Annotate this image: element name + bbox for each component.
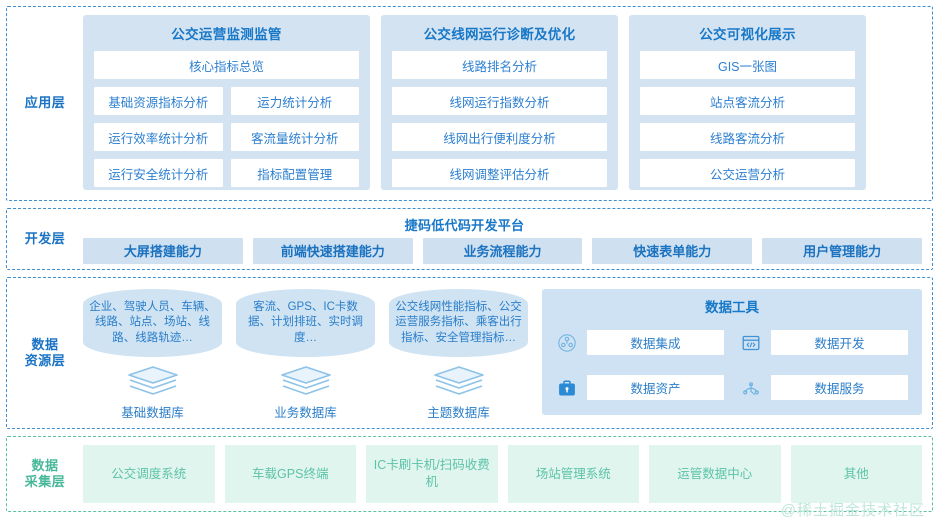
app-tile[interactable]: 线网运行指数分析 bbox=[392, 87, 607, 115]
app-row: 线网出行便利度分析 bbox=[392, 123, 607, 151]
app-tile[interactable]: 线路排名分析 bbox=[392, 51, 607, 79]
app-tile[interactable]: 线路客流分析 bbox=[640, 123, 855, 151]
app-tile-group: 核心指标总览 基础资源指标分析 运力统计分析 运行效率统计分析 客流量统计分析 … bbox=[94, 51, 359, 187]
app-tile[interactable]: 公交运营分析 bbox=[640, 159, 855, 187]
app-panel-operation-monitoring: 公交运营监测监管 核心指标总览 基础资源指标分析 运力统计分析 运行效率统计分析… bbox=[83, 15, 370, 190]
database-group-business: 客流、GPS、IC卡数据、计划排班、实时调度… 业务数据库 bbox=[236, 285, 375, 421]
layer-label-line2: 采集层 bbox=[24, 474, 66, 489]
app-panel-visualization: 公交可视化展示 GIS一张图 站点客流分析 线路客流分析 公交运营分析 bbox=[629, 15, 866, 190]
app-panel-title: 公交运营监测监管 bbox=[171, 27, 282, 42]
database-name-subject: 主题数据库 bbox=[427, 406, 490, 420]
development-layer-label: 开发层 bbox=[24, 230, 66, 246]
collection-tile-gps-terminal[interactable]: 车载GPS终端 bbox=[224, 445, 356, 503]
database-group-subject: 公交线网性能指标、公交运营服务指标、乘客出行指标、安全管理指标… 主题数据库 bbox=[389, 285, 528, 421]
app-row: 线路客流分析 bbox=[640, 123, 855, 151]
layer-label-line1: 数据 bbox=[31, 457, 59, 473]
collection-tile-other[interactable]: 其他 bbox=[790, 445, 922, 503]
database-stack-icon bbox=[126, 366, 180, 398]
app-tile[interactable]: 运行安全统计分析 bbox=[94, 159, 223, 187]
app-row: 线路排名分析 bbox=[392, 51, 607, 79]
data-tool-service[interactable]: 数据服务 bbox=[740, 370, 908, 405]
data-tool-label: 数据开发 bbox=[771, 330, 908, 355]
app-tile[interactable]: 线网出行便利度分析 bbox=[392, 123, 607, 151]
development-capability-row: 大屏搭建能力 前端快速搭建能力 业务流程能力 快速表单能力 用户管理能力 bbox=[83, 237, 922, 264]
data-tool-development[interactable]: 数据开发 bbox=[740, 325, 908, 360]
collection-tile-operation-data-center[interactable]: 运管数据中心 bbox=[649, 445, 781, 503]
database-name-business: 业务数据库 bbox=[274, 406, 337, 420]
app-row: 运行安全统计分析 指标配置管理 bbox=[94, 159, 359, 187]
app-row: 线网运行指数分析 bbox=[392, 87, 607, 115]
app-tile[interactable]: 指标配置管理 bbox=[230, 159, 359, 187]
data-tool-label: 数据服务 bbox=[771, 375, 908, 400]
app-row: 线网调整评估分析 bbox=[392, 159, 607, 187]
data-collection-layer-label: 数据 采集层 bbox=[7, 437, 83, 511]
application-layer-body: 公交运营监测监管 核心指标总览 基础资源指标分析 运力统计分析 运行效率统计分析… bbox=[83, 7, 932, 200]
app-tile[interactable]: 站点客流分析 bbox=[640, 87, 855, 115]
dev-tile-screen-builder[interactable]: 大屏搭建能力 bbox=[83, 237, 243, 264]
data-tool-asset[interactable]: 数据资产 bbox=[556, 370, 724, 405]
development-layer-body: 捷码低代码开发平台 大屏搭建能力 前端快速搭建能力 业务流程能力 快速表单能力 … bbox=[83, 209, 932, 269]
database-content-subject: 公交线网性能指标、公交运营服务指标、乘客出行指标、安全管理指标… bbox=[389, 289, 528, 357]
app-row: 基础资源指标分析 运力统计分析 bbox=[94, 87, 359, 115]
layer-label-line2: 资源层 bbox=[24, 353, 66, 368]
dev-tile-user-management[interactable]: 用户管理能力 bbox=[762, 237, 922, 264]
data-resource-layer: 数据 资源层 企业、驾驶人员、车辆、线路、站点、场站、线路、线路轨迹… bbox=[6, 277, 933, 429]
app-row: 站点客流分析 bbox=[640, 87, 855, 115]
dev-tile-frontend-builder[interactable]: 前端快速搭建能力 bbox=[252, 237, 413, 264]
app-row: 公交运营分析 bbox=[640, 159, 855, 187]
database-stack-icon bbox=[432, 366, 486, 398]
app-tile[interactable]: 客流量统计分析 bbox=[230, 123, 359, 151]
app-row: GIS一张图 bbox=[640, 51, 855, 79]
data-resource-layer-body: 企业、驾驶人员、车辆、线路、站点、场站、线路、线路轨迹… 基础数据库 客流、GP… bbox=[83, 278, 932, 428]
application-layer: 应用层 公交运营监测监管 核心指标总览 基础资源指标分析 运力统计分析 运行效率… bbox=[6, 6, 933, 201]
database-group-basic: 企业、驾驶人员、车辆、线路、站点、场站、线路、线路轨迹… 基础数据库 bbox=[83, 285, 222, 421]
data-tools-panel: 数据工具 bbox=[542, 289, 922, 415]
application-layer-label: 应用层 bbox=[24, 95, 66, 111]
data-collection-layer: 数据 采集层 公交调度系统 车载GPS终端 IC卡刷卡机/扫码收费机 场站管理系… bbox=[6, 436, 933, 512]
app-row: 运行效率统计分析 客流量统计分析 bbox=[94, 123, 359, 151]
collection-tile-dispatch-system[interactable]: 公交调度系统 bbox=[83, 445, 215, 503]
development-platform-title: 捷码低代码开发平台 bbox=[404, 217, 525, 233]
app-tile-group: GIS一张图 站点客流分析 线路客流分析 公交运营分析 bbox=[640, 51, 855, 187]
code-window-icon bbox=[740, 332, 762, 354]
briefcase-asset-icon bbox=[556, 377, 578, 399]
database-name-basic: 基础数据库 bbox=[121, 406, 184, 420]
database-content-basic: 企业、驾驶人员、车辆、线路、站点、场站、线路、线路轨迹… bbox=[83, 289, 222, 357]
collection-tile-station-management[interactable]: 场站管理系统 bbox=[507, 445, 639, 503]
app-tile-core-overview[interactable]: 核心指标总览 bbox=[94, 51, 359, 79]
app-tile[interactable]: 运力统计分析 bbox=[230, 87, 359, 115]
app-row: 核心指标总览 bbox=[94, 51, 359, 79]
database-content-business: 客流、GPS、IC卡数据、计划排班、实时调度… bbox=[236, 289, 375, 357]
app-tile[interactable]: 基础资源指标分析 bbox=[94, 87, 223, 115]
development-layer: 开发层 捷码低代码开发平台 大屏搭建能力 前端快速搭建能力 业务流程能力 快速表… bbox=[6, 208, 933, 270]
dev-tile-workflow[interactable]: 业务流程能力 bbox=[422, 237, 583, 264]
data-tools-title: 数据工具 bbox=[705, 300, 759, 315]
collection-tile-ic-card-reader[interactable]: IC卡刷卡机/扫码收费机 bbox=[366, 445, 498, 503]
app-tile[interactable]: 运行效率统计分析 bbox=[94, 123, 223, 151]
data-tool-label: 数据集成 bbox=[587, 330, 724, 355]
data-tool-label: 数据资产 bbox=[587, 375, 724, 400]
app-tile-group: 线路排名分析 线网运行指数分析 线网出行便利度分析 线网调整评估分析 bbox=[392, 51, 607, 187]
service-node-icon bbox=[740, 377, 762, 399]
app-tile[interactable]: GIS一张图 bbox=[640, 51, 855, 79]
integration-network-icon bbox=[556, 332, 578, 354]
app-tile[interactable]: 线网调整评估分析 bbox=[392, 159, 607, 187]
layer-label-line1: 数据 bbox=[31, 336, 59, 352]
app-panel-title: 公交线网运行诊断及优化 bbox=[423, 27, 576, 42]
app-panel-network-diagnosis: 公交线网运行诊断及优化 线路排名分析 线网运行指数分析 线网出行便利度分析 线网… bbox=[381, 15, 618, 190]
dev-tile-form-builder[interactable]: 快速表单能力 bbox=[592, 237, 753, 264]
data-collection-layer-body: 公交调度系统 车载GPS终端 IC卡刷卡机/扫码收费机 场站管理系统 运管数据中… bbox=[83, 437, 932, 511]
data-tools-grid: 数据集成 bbox=[556, 325, 908, 405]
data-resource-layer-label: 数据 资源层 bbox=[7, 278, 83, 428]
data-tool-integration[interactable]: 数据集成 bbox=[556, 325, 724, 360]
database-stack-icon bbox=[279, 366, 333, 398]
app-panel-title: 公交可视化展示 bbox=[699, 27, 796, 42]
